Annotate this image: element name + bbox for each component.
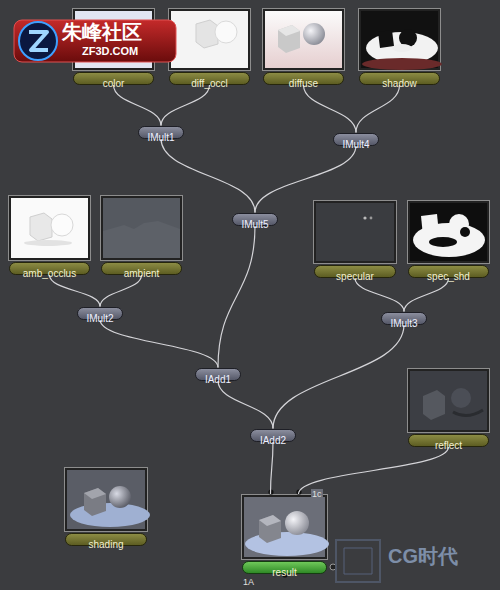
connector (299, 447, 449, 494)
operator-node: IMult5 (232, 213, 278, 226)
image-node: shadow (358, 8, 441, 85)
node-label: specular (336, 271, 374, 282)
node-label-pill: diff_occl (169, 72, 250, 85)
operator-node: IMult4 (333, 133, 379, 146)
operator-node: IMult3 (381, 312, 427, 325)
node-label: spec_shd (427, 271, 470, 282)
connector (273, 325, 404, 429)
connector (161, 85, 210, 126)
watermark-brand: CG时代 (388, 546, 458, 567)
node-label: diff_occl (191, 78, 228, 89)
node-label: reflect (435, 440, 462, 451)
operator-node: IMult2 (77, 307, 123, 320)
connector (271, 442, 274, 495)
node-label-pill: result (242, 561, 327, 574)
connector (100, 275, 142, 307)
image-node: spec_shd (407, 200, 490, 278)
connector (304, 85, 357, 133)
image-node: diff_occl (168, 8, 251, 85)
image-node: shading (64, 467, 148, 546)
node-label: shading (88, 539, 123, 550)
connector (255, 146, 356, 213)
connector (355, 278, 404, 312)
node-label-pill: reflect (408, 434, 489, 447)
operator-label: IAdd2 (260, 435, 286, 446)
image-node: specular (313, 200, 397, 278)
node-label-pill: diffuse (263, 72, 344, 85)
image-node: diffuse (262, 8, 345, 85)
operator-label: IMult4 (342, 139, 369, 150)
node-label-pill: shadow (359, 72, 440, 85)
node-label: amb_occlus (23, 268, 76, 279)
connector (218, 381, 273, 429)
operator-label: IMult3 (390, 318, 417, 329)
node-label-pill: spec_shd (408, 265, 489, 278)
image-node: reflect (407, 368, 490, 447)
node-label: color (103, 78, 125, 89)
connector (218, 226, 255, 368)
connector (356, 85, 400, 133)
node-label: ambient (124, 268, 160, 279)
operator-label: IMult2 (86, 313, 113, 324)
node-label: diffuse (289, 78, 318, 89)
node-label-pill: ambient (101, 262, 182, 275)
operator-node: IAdd2 (250, 429, 296, 442)
operator-node: IAdd1 (195, 368, 241, 381)
watermark-url: ZF3D.COM (82, 45, 138, 57)
node-label-pill: color (73, 72, 154, 85)
connector (161, 139, 255, 213)
node-id: 1A (243, 577, 254, 587)
node-label-pill: specular (314, 265, 396, 278)
node-label: result (272, 567, 296, 578)
port-label: 1c (311, 489, 323, 499)
image-node: ambient (100, 195, 183, 275)
operator-node: IMult1 (138, 126, 184, 139)
node-label: shadow (382, 78, 416, 89)
operator-label: IAdd1 (205, 374, 231, 385)
image-node: amb_occlus (8, 195, 91, 275)
connector (404, 278, 449, 312)
watermark-title: 朱峰社区 (62, 22, 142, 43)
result-node: result (241, 494, 328, 574)
connector (100, 320, 218, 368)
connector (114, 85, 162, 126)
node-label-pill: amb_occlus (9, 262, 90, 275)
operator-label: IMult5 (241, 219, 268, 230)
node-label-pill: shading (65, 533, 147, 546)
connector (50, 275, 101, 307)
operator-label: IMult1 (147, 132, 174, 143)
